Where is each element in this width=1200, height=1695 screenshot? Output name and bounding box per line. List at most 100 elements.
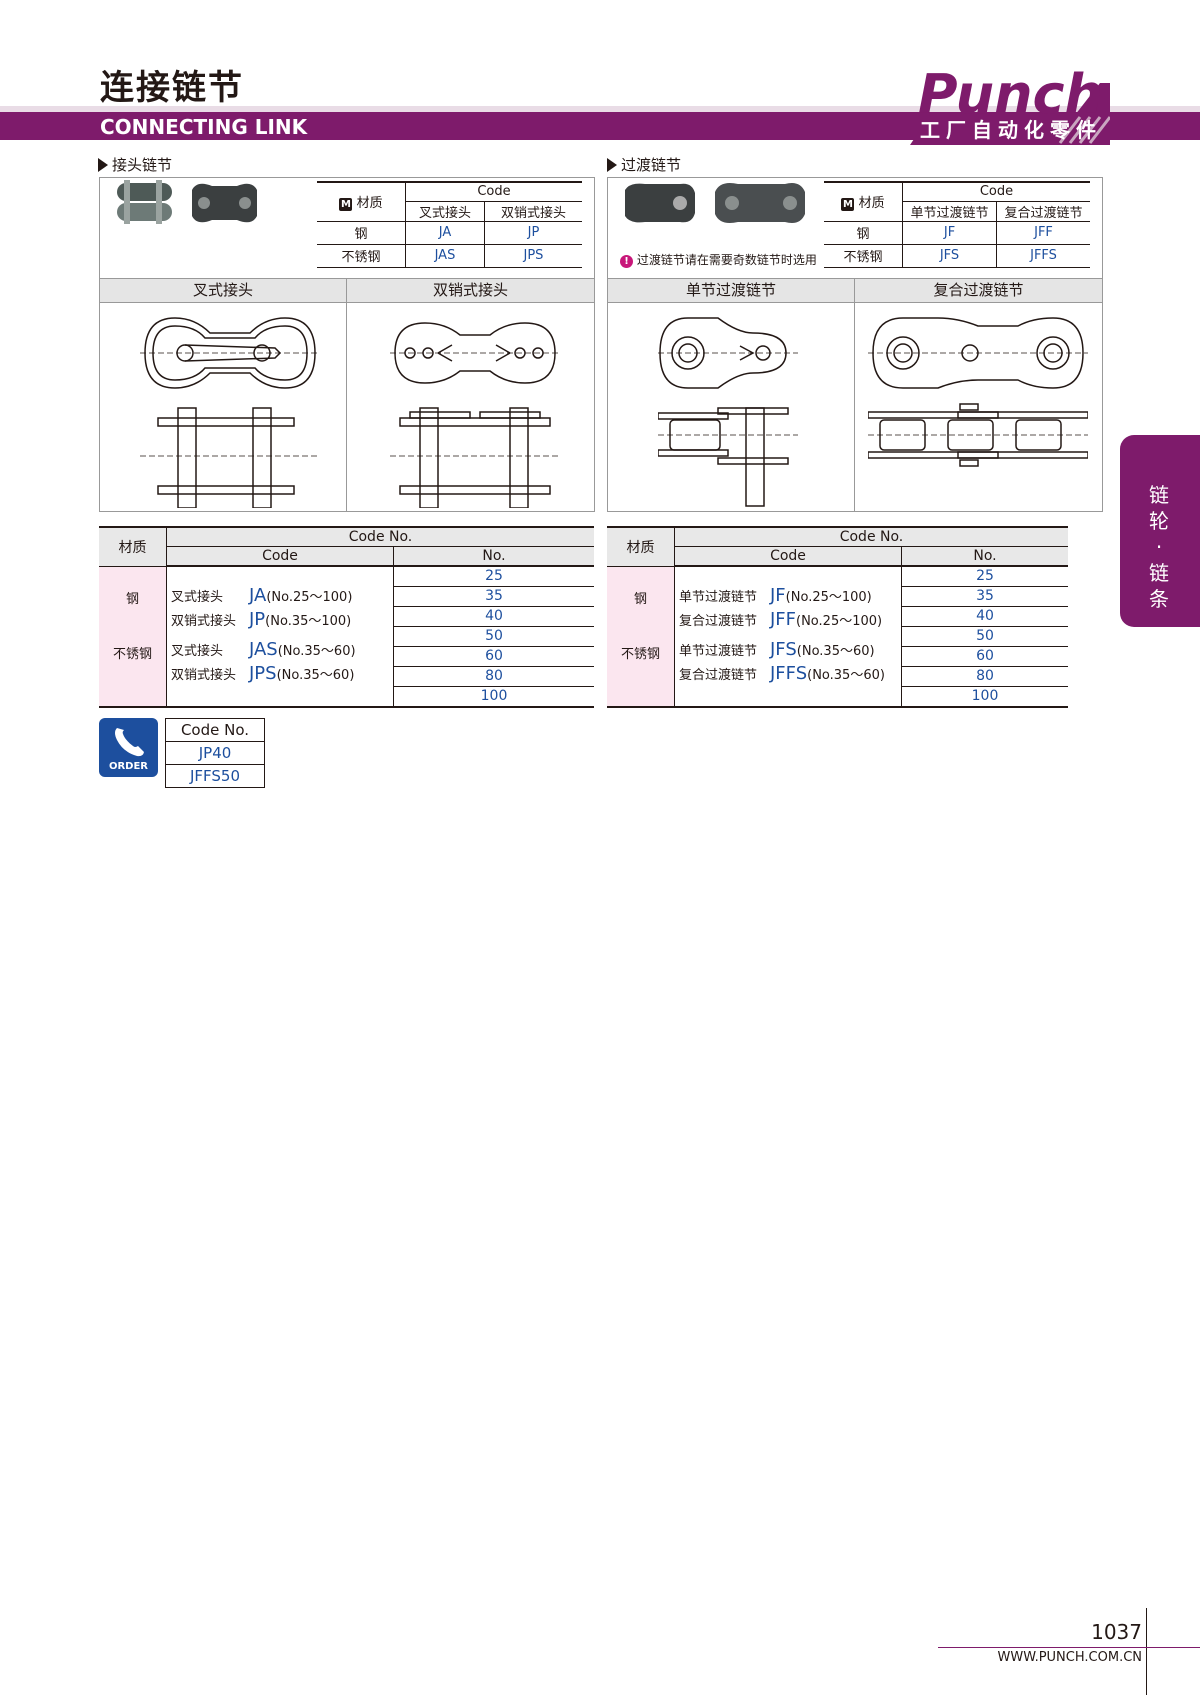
jf-drawing (658, 317, 798, 507)
page-subtitle: CONNECTING LINK (100, 115, 308, 139)
col-header-ja: 叉式接头 (405, 201, 485, 222)
spec-no: 100 (971, 688, 999, 704)
spec-no: 60 (394, 647, 594, 667)
material-header: 材质 (356, 196, 383, 212)
code-jff: JFF (996, 221, 1090, 245)
side-tab-label: 链轮·链条 (1149, 483, 1169, 611)
spec-no-col: 25 35 40 50 60 80 100 (901, 566, 1068, 708)
spec-code-header: Code (166, 546, 394, 567)
order-example: JFFS50 (165, 764, 265, 788)
drawing-title-jp: 双销式接头 (347, 278, 594, 303)
spec-no: 100 (480, 688, 508, 704)
spec-no: 25 (902, 567, 1068, 587)
header-band-light (0, 106, 1200, 112)
spec-material-header: 材质 (607, 526, 675, 567)
offset-note: ! 过渡链节请在需要奇数链节时选用 (620, 251, 817, 268)
code-header: Code (902, 181, 1090, 202)
ja-drawing (140, 317, 320, 508)
section-heading-right: 过渡链节 (607, 154, 681, 175)
spec-codeno-header: Code No. (166, 526, 594, 547)
spec-code-header: Code (674, 546, 902, 567)
triangle-icon (98, 158, 108, 172)
brand-name: Punch (918, 63, 1103, 126)
code-jps: JPS (484, 244, 582, 268)
spec-no: 35 (902, 587, 1068, 607)
right-code-table: M 材质 Code 单节过渡链节 复合过渡链节 钢 JF JFF 不锈钢 JFS… (824, 181, 1090, 268)
code-jffs: JFFS (996, 244, 1090, 268)
spec-material-col: 钢 不锈钢 (607, 566, 675, 708)
code-jfs: JFS (902, 244, 998, 268)
col-header-jff: 复合过渡链节 (996, 201, 1090, 222)
material-stainless: 不锈钢 (317, 244, 406, 268)
material-badge: M (339, 198, 353, 212)
page-title: 连接链节 (100, 68, 244, 108)
footer-url[interactable]: WWW.PUNCH.COM.CN (997, 1650, 1143, 1665)
spec-material-col: 钢 不锈钢 (99, 566, 167, 708)
left-panel: M 材质 Code 叉式接头 双销式接头 钢 JA JP 不锈钢 JAS JPS… (99, 177, 595, 512)
code-jp: JP (484, 221, 582, 245)
side-tab[interactable] (1120, 435, 1200, 627)
spec-no: 50 (394, 627, 594, 647)
phone-icon (115, 728, 144, 757)
order-header: Code No. (165, 718, 265, 742)
spec-no-header: No. (901, 546, 1068, 567)
spec-no: 25 (394, 567, 594, 587)
spec-no: 40 (902, 607, 1068, 627)
material-stainless: 不锈钢 (824, 244, 903, 268)
footer-vline (1146, 1608, 1147, 1695)
spec-codeno-header: Code No. (674, 526, 1068, 547)
drawing-title-ja: 叉式接头 (100, 278, 347, 303)
footer-hline (938, 1647, 1200, 1648)
spec-no: 40 (394, 607, 594, 627)
col-header-jp: 双销式接头 (484, 201, 582, 222)
brand-subtitle: 工厂自动化零件 (920, 118, 1102, 142)
left-code-table: M 材质 Code 叉式接头 双销式接头 钢 JA JP 不锈钢 JAS JPS (317, 181, 582, 268)
connecting-link-photo (117, 180, 257, 224)
spec-no-header: No. (393, 546, 594, 567)
material-steel: 钢 (824, 221, 903, 245)
code-ja: JA (405, 221, 485, 245)
material-header: 材质 (858, 196, 885, 212)
offset-link-photo (625, 183, 805, 223)
order-badge: ORDER (99, 718, 158, 777)
jp-drawing (390, 322, 560, 508)
right-panel: M 材质 Code 单节过渡链节 复合过渡链节 钢 JF JFF 不锈钢 JFS… (607, 177, 1103, 512)
code-jf: JF (902, 221, 998, 245)
brand-logo: Punch (910, 63, 1110, 145)
page-number: 1037 (1091, 1620, 1142, 1644)
material-badge: M (841, 198, 855, 212)
order-example-table: Code No. JP40 JFFS50 (165, 718, 265, 788)
spec-no: 35 (394, 587, 594, 607)
alert-icon: ! (620, 255, 633, 268)
jff-drawing (868, 317, 1088, 467)
drawing-title-jff: 复合过渡链节 (855, 278, 1102, 303)
spec-no: 50 (902, 627, 1068, 647)
code-header: Code (405, 181, 582, 202)
triangle-icon (607, 158, 617, 172)
col-header-jf: 单节过渡链节 (902, 201, 998, 222)
spec-material-header: 材质 (99, 526, 167, 567)
spec-no: 60 (902, 647, 1068, 667)
order-example: JP40 (165, 741, 265, 765)
divider (346, 302, 347, 511)
drawing-title-jf: 单节过渡链节 (608, 278, 855, 303)
order-label: ORDER (108, 761, 149, 772)
code-jas: JAS (405, 244, 485, 268)
material-steel: 钢 (317, 221, 406, 245)
section-heading-left: 接头链节 (98, 154, 172, 175)
divider (854, 302, 855, 511)
spec-no: 80 (902, 667, 1068, 687)
spec-no-col: 25 35 40 50 60 80 100 (393, 566, 594, 708)
